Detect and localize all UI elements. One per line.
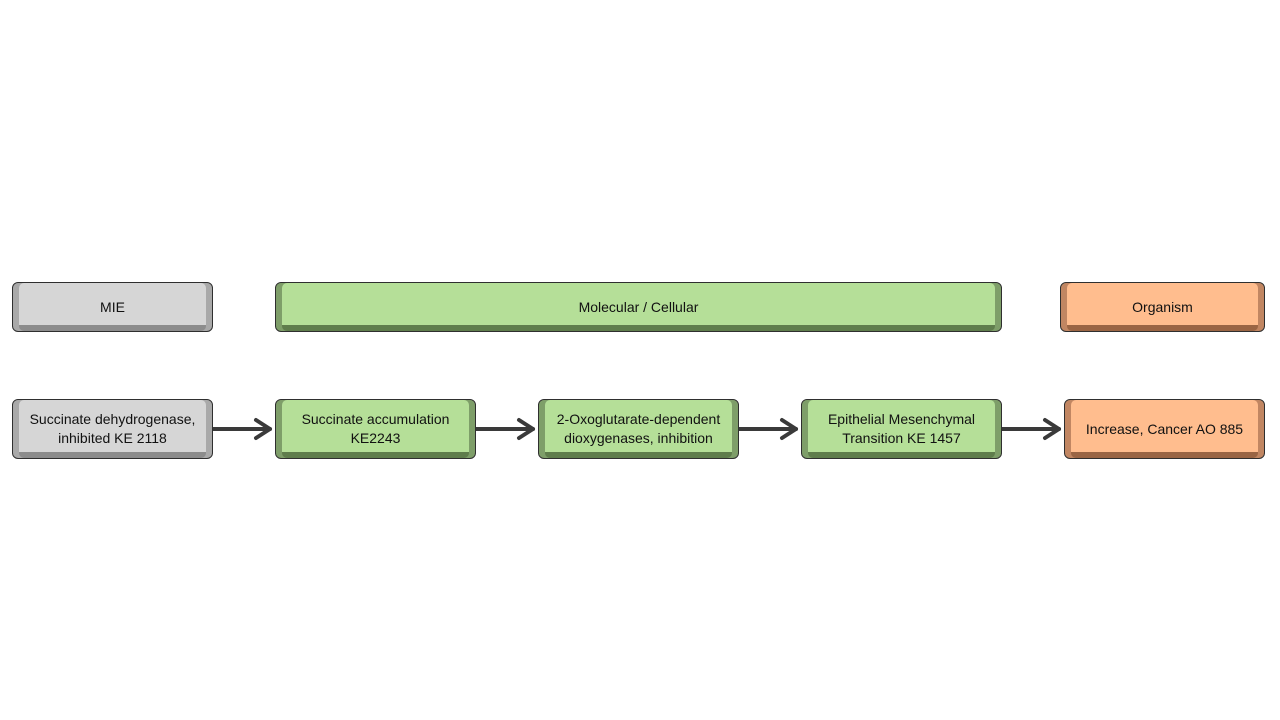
- node-succinate-dehydrogenase: Succinate dehydrogenase, inhibited KE 21…: [12, 399, 213, 459]
- level-header-organism-label: Organism: [1132, 298, 1193, 315]
- arrow-edge-4: [1000, 418, 1061, 440]
- level-header-molecular-cellular-label: Molecular / Cellular: [578, 298, 699, 315]
- node-succinate-accumulation: Succinate accumulation KE2243: [275, 399, 476, 459]
- node-increase-cancer: Increase, Cancer AO 885: [1064, 399, 1265, 459]
- level-header-molecular-cellular: Molecular / Cellular: [275, 282, 1002, 332]
- arrow-edge-1: [211, 418, 272, 440]
- node-succinate-dehydrogenase-label: Succinate dehydrogenase, inhibited KE 21…: [29, 411, 196, 446]
- level-header-organism: Organism: [1060, 282, 1265, 332]
- level-header-mie-label: MIE: [100, 298, 125, 315]
- arrow-edge-2: [474, 418, 535, 440]
- node-oxoglutarate-dioxygenases-label: 2-Oxoglutarate-dependent dioxygenases, i…: [556, 411, 721, 446]
- node-increase-cancer-label: Increase, Cancer AO 885: [1085, 420, 1244, 437]
- node-oxoglutarate-dioxygenases: 2-Oxoglutarate-dependent dioxygenases, i…: [538, 399, 739, 459]
- node-succinate-accumulation-label: Succinate accumulation KE2243: [301, 411, 450, 446]
- node-epithelial-mesenchymal-transition: Epithelial Mesenchymal Transition KE 145…: [801, 399, 1002, 459]
- arrow-edge-3: [737, 418, 798, 440]
- node-epithelial-mesenchymal-transition-label: Epithelial Mesenchymal Transition KE 145…: [827, 411, 976, 446]
- level-header-mie: MIE: [12, 282, 213, 332]
